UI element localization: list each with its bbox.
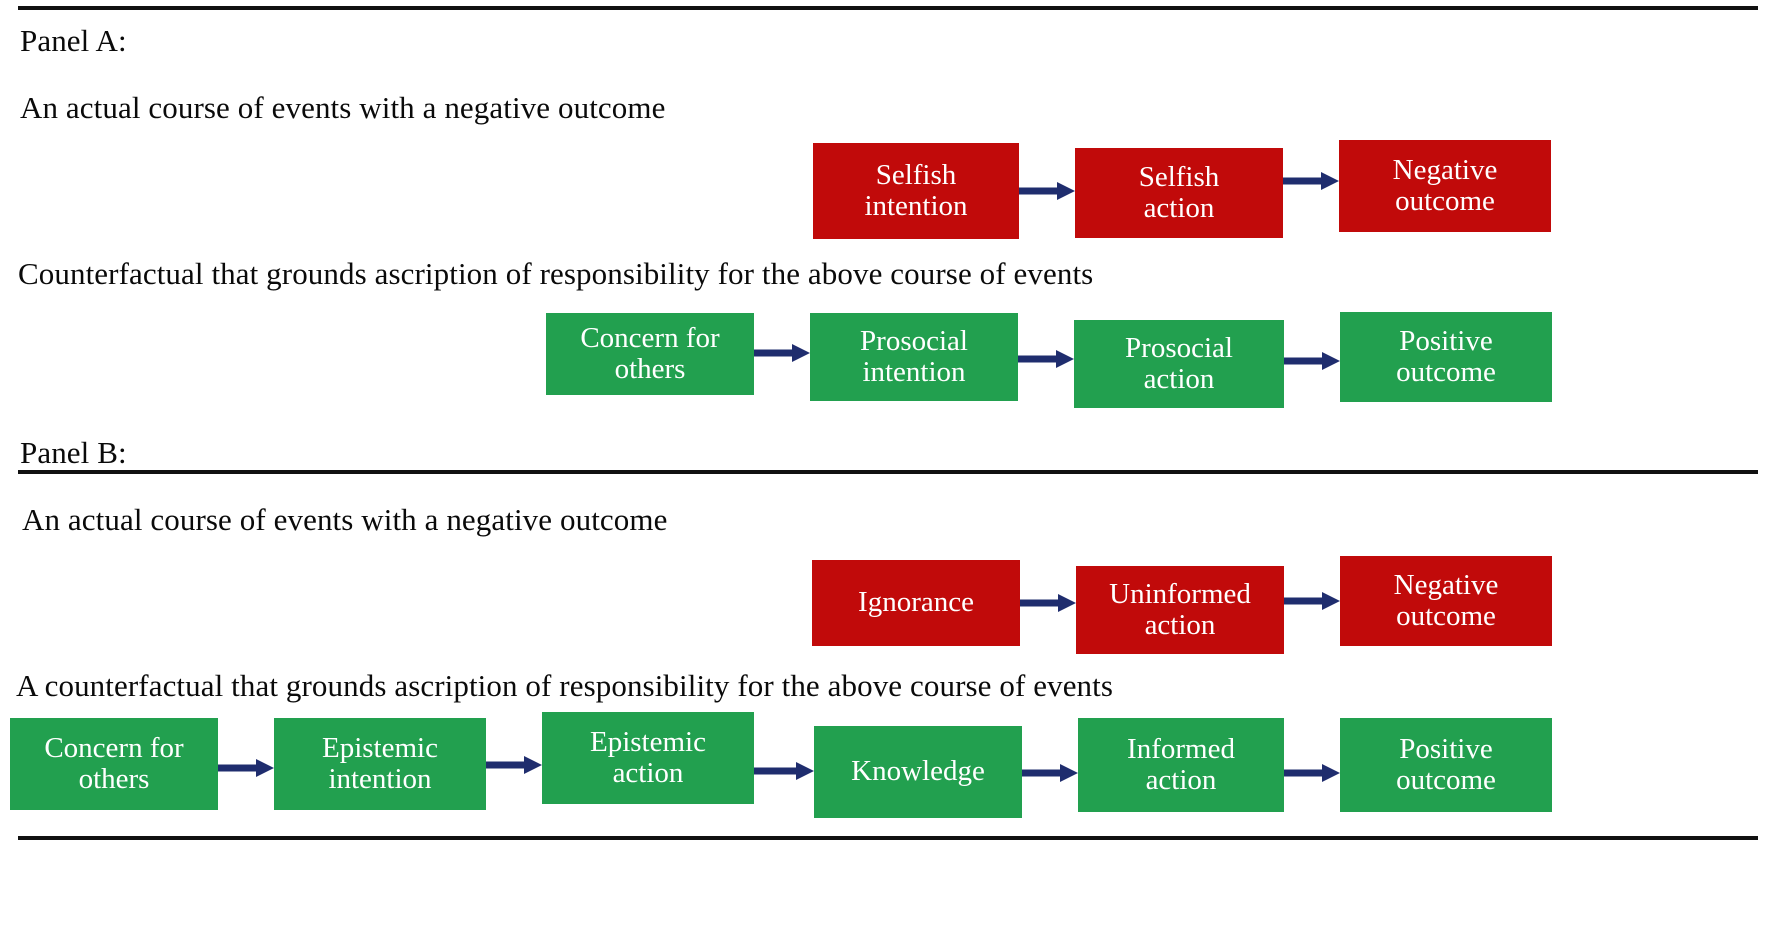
node-label: Knowledge xyxy=(851,755,985,788)
panel-b-actual-caption: An actual course of events with a negati… xyxy=(22,502,668,537)
panel-b-label: Panel B: xyxy=(20,435,127,470)
arrow-a-actual-1 xyxy=(1019,180,1075,202)
arrow-b-actual-1 xyxy=(1020,592,1076,614)
bottom-rule xyxy=(18,836,1758,840)
arrow-b-cf-3 xyxy=(754,760,814,782)
panel-a-actual-caption: An actual course of events with a negati… xyxy=(20,90,666,125)
arrow-b-cf-2 xyxy=(486,754,542,776)
top-rule xyxy=(18,6,1758,10)
node-label: Ignorance xyxy=(858,586,974,619)
arrow-a-actual-2 xyxy=(1283,170,1339,192)
panel-a-counterfactual-caption: Counterfactual that grounds ascription o… xyxy=(18,256,1094,291)
panel-b-counterfactual-caption: A counterfactual that grounds ascription… xyxy=(16,668,1114,703)
panel-a-label: Panel A: xyxy=(20,23,127,58)
arrow-b-cf-5 xyxy=(1284,762,1340,784)
arrow-a-cf-1 xyxy=(754,342,810,364)
arrow-a-cf-3 xyxy=(1284,350,1340,372)
arrow-b-cf-4 xyxy=(1022,762,1078,784)
node-ignorance[interactable]: Ignorance xyxy=(812,560,1020,646)
node-knowledge[interactable]: Knowledge xyxy=(814,726,1022,818)
middle-rule xyxy=(18,470,1758,474)
arrow-b-cf-1 xyxy=(218,757,274,779)
arrow-b-actual-2 xyxy=(1284,590,1340,612)
arrow-a-cf-2 xyxy=(1018,348,1074,370)
